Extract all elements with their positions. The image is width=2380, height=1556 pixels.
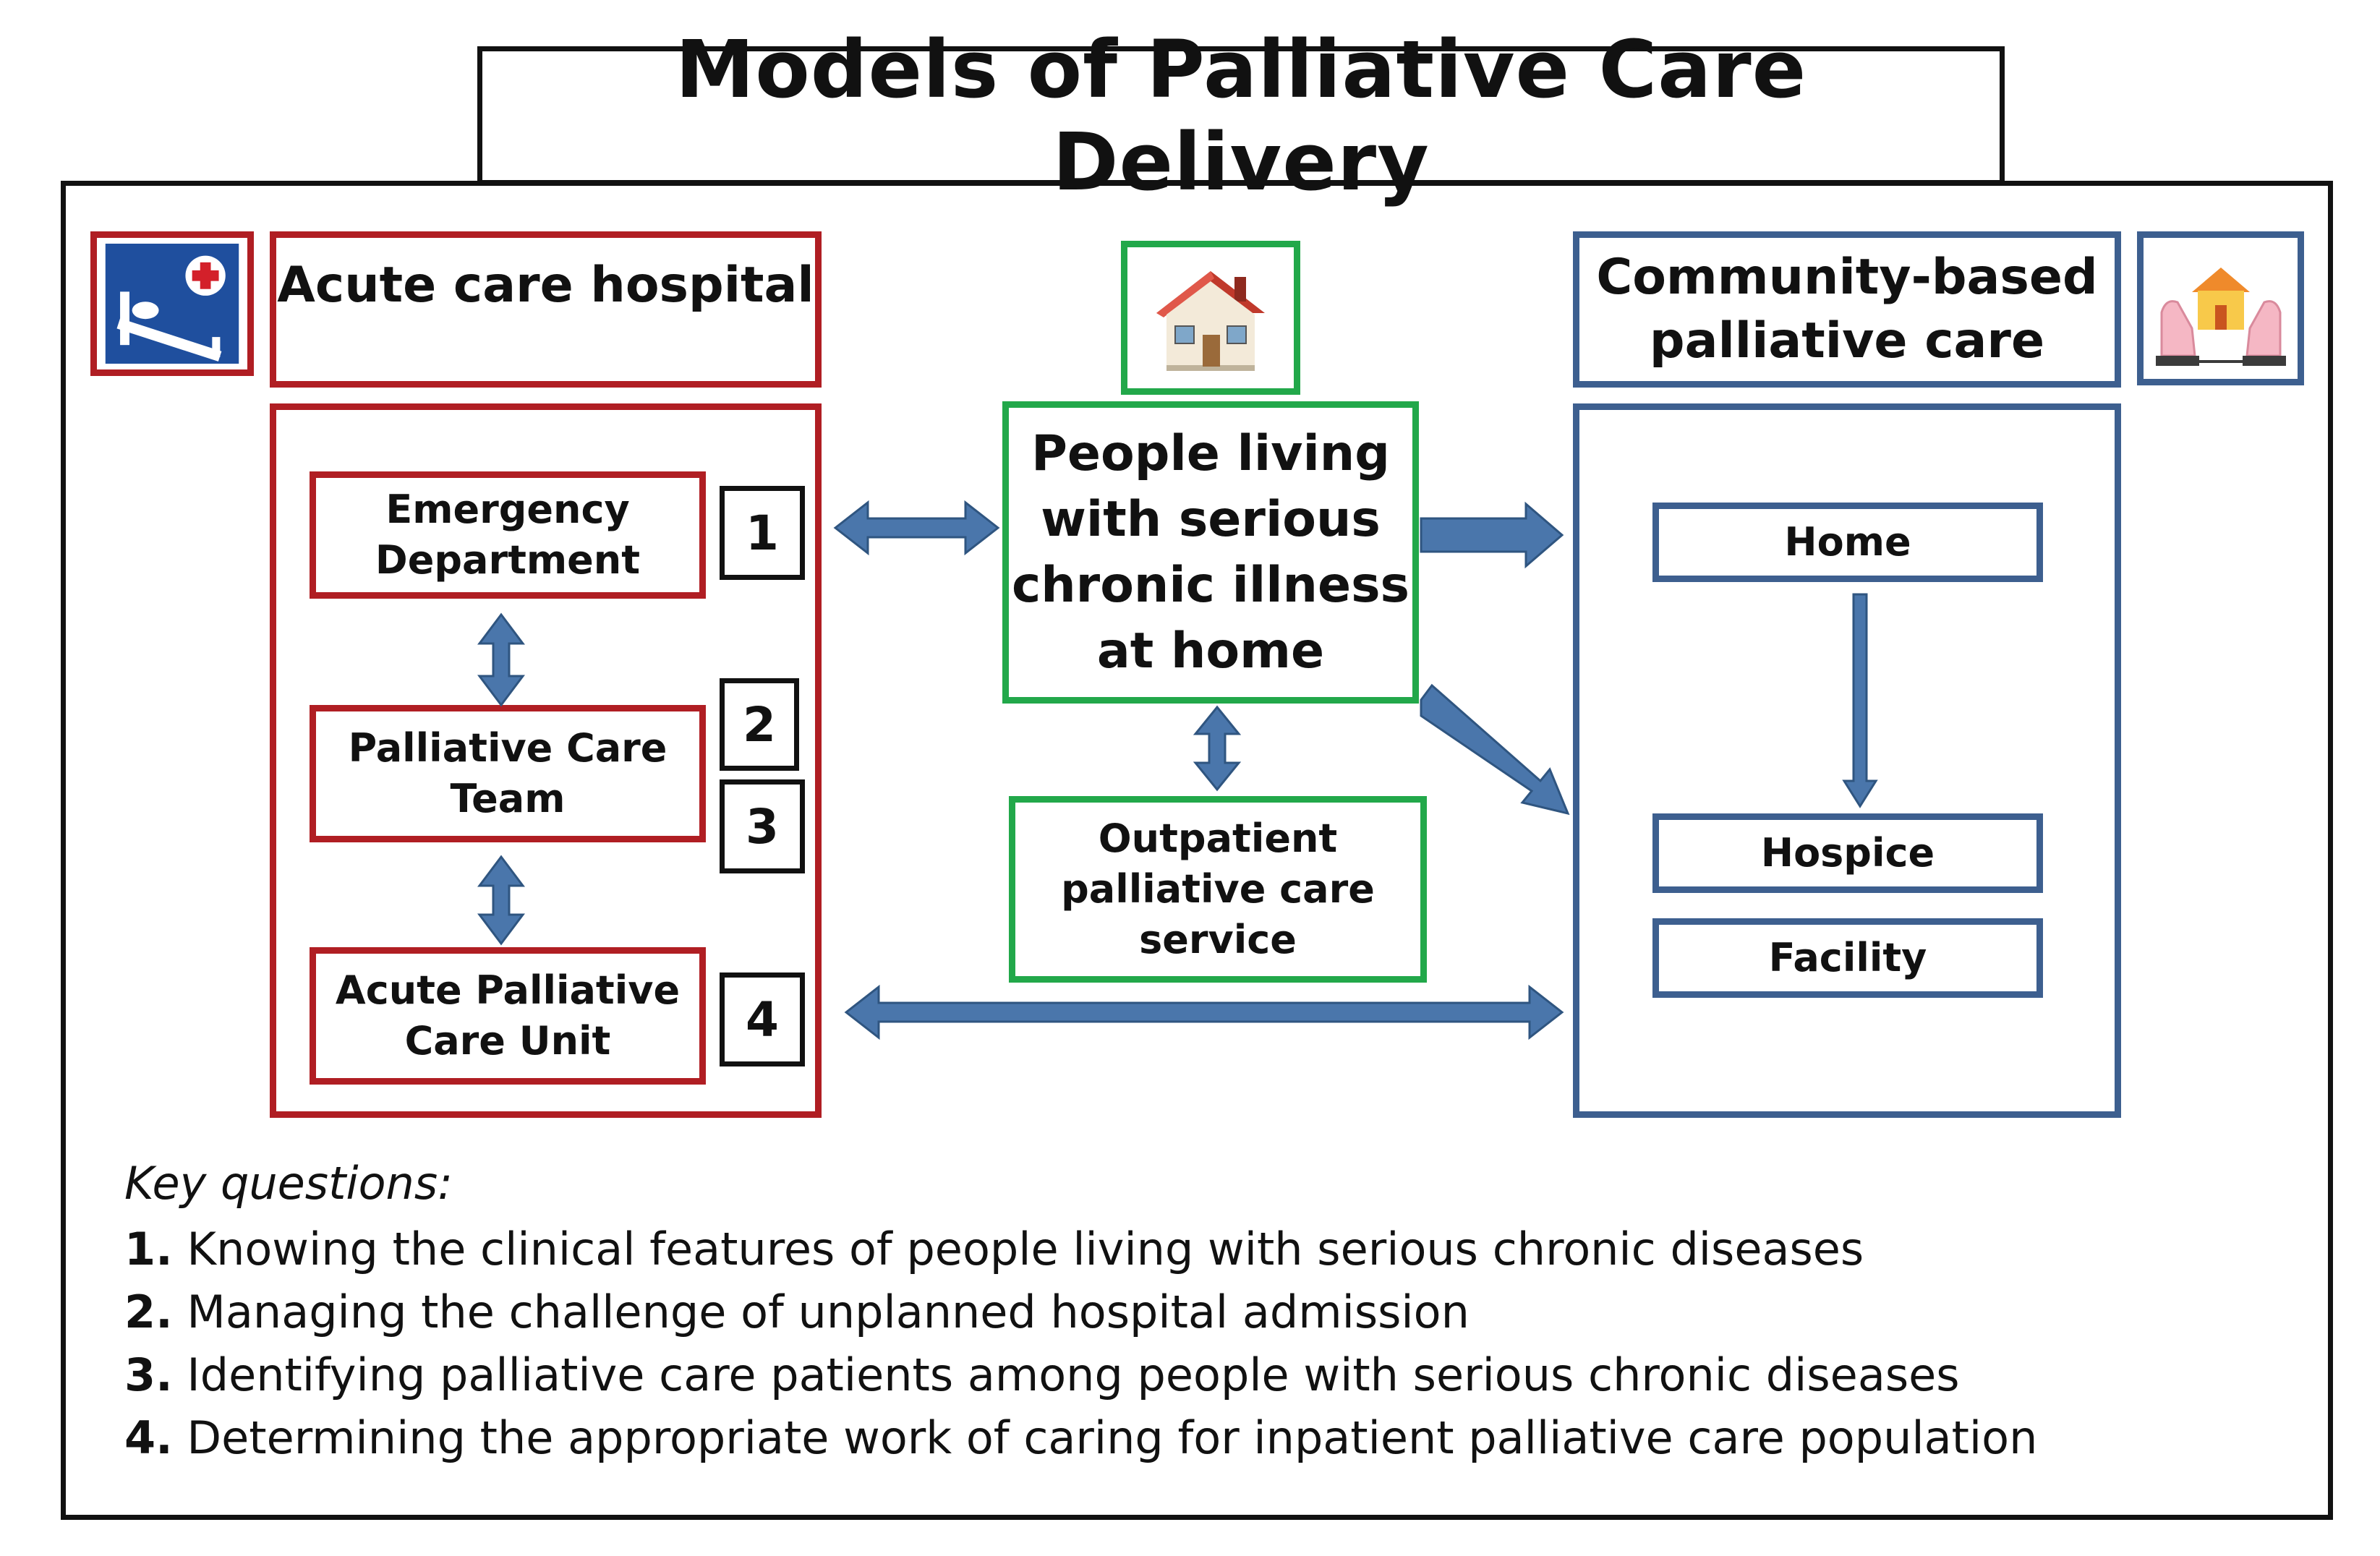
- emergency-department-box: Emergency Department: [310, 471, 706, 599]
- palliative-care-team-label: Palliative Care Team: [348, 724, 667, 821]
- title-box: Models of Palliative Care Delivery: [477, 23, 2005, 208]
- acute-palliative-care-unit-box: Acute Palliative Care Unit: [310, 947, 706, 1085]
- acute-care-hospital-label: Acute care hospital: [277, 257, 814, 314]
- hospital-container: [270, 403, 822, 1118]
- question-text: Identifying palliative care patients amo…: [187, 1348, 1960, 1401]
- question-item: 2. Managing the challenge of unplanned h…: [124, 1286, 2294, 1338]
- number-4: 4: [746, 991, 779, 1048]
- number-box-1: 1: [720, 486, 805, 580]
- emergency-department-label: Emergency Department: [375, 486, 641, 583]
- question-number: 2.: [124, 1286, 173, 1338]
- question-item: 4. Determining the appropriate work of c…: [124, 1411, 2294, 1464]
- community-container: [1573, 403, 2121, 1118]
- question-text: Managing the challenge of unplanned hosp…: [187, 1286, 1470, 1338]
- hospice-label: Hospice: [1760, 829, 1935, 876]
- key-questions-heading: Key questions:: [124, 1157, 453, 1210]
- number-box-3: 3: [720, 779, 805, 873]
- number-box-4: 4: [720, 973, 805, 1066]
- hospice-box: Hospice: [1652, 813, 2043, 893]
- number-box-2: 2: [720, 678, 799, 771]
- question-item: 1. Knowing the clinical features of peop…: [124, 1223, 2294, 1275]
- question-number: 3.: [124, 1348, 173, 1401]
- hands-house-icon: [2137, 231, 2304, 385]
- number-1: 1: [746, 505, 779, 561]
- community-based-header: Community-based palliative care: [1573, 231, 2121, 388]
- acute-palliative-care-unit-label: Acute Palliative Care Unit: [335, 967, 681, 1064]
- number-2: 2: [743, 696, 776, 753]
- people-living-box: People living with serious chronic illne…: [1002, 401, 1419, 704]
- home-label: Home: [1784, 518, 1911, 565]
- question-number: 4.: [124, 1411, 173, 1464]
- diagram-title: Models of Palliative Care Delivery: [675, 23, 1807, 208]
- facility-label: Facility: [1768, 934, 1927, 980]
- acute-care-hospital-header: Acute care hospital: [270, 231, 822, 388]
- number-3: 3: [746, 798, 779, 855]
- question-text: Determining the appropriate work of cari…: [187, 1411, 2038, 1464]
- key-questions-section: Key questions: 1. Knowing the clinical f…: [124, 1157, 2294, 1464]
- outpatient-service-label: Outpatient palliative care service: [1061, 815, 1375, 963]
- question-item: 3. Identifying palliative care patients …: [124, 1348, 2294, 1401]
- question-text: Knowing the clinical features of people …: [187, 1223, 1864, 1275]
- house-icon: [1121, 241, 1300, 395]
- people-living-label: People living with serious chronic illne…: [1011, 424, 1410, 680]
- palliative-care-team-box: Palliative Care Team: [310, 705, 706, 842]
- home-box: Home: [1652, 503, 2043, 582]
- hospital-bed-icon: [90, 231, 254, 376]
- community-based-label: Community-based palliative care: [1596, 248, 2098, 369]
- facility-box: Facility: [1652, 918, 2043, 998]
- question-number: 1.: [124, 1223, 173, 1275]
- outpatient-service-box: Outpatient palliative care service: [1009, 796, 1427, 983]
